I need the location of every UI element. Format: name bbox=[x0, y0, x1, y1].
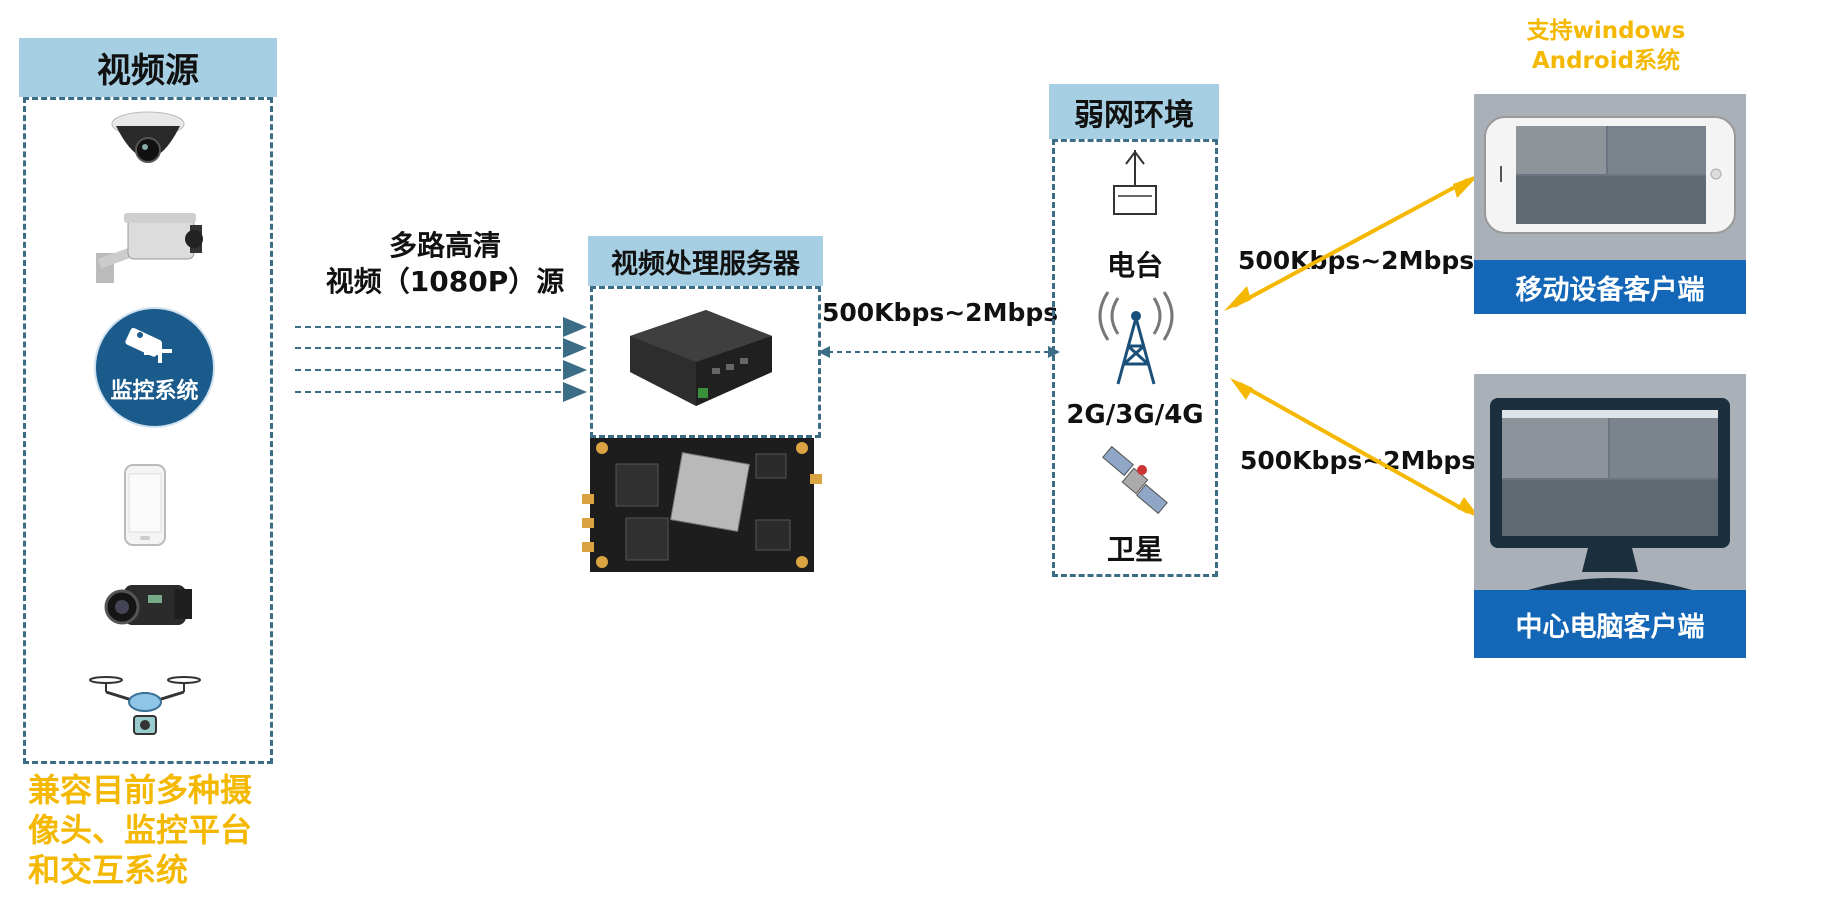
streams-label-line: 视频（1080P）源 bbox=[325, 265, 565, 298]
mobile-link-label: 500Kbps~2Mbps bbox=[1238, 246, 1475, 275]
mobile-link-line bbox=[1233, 178, 1469, 308]
compatibility-note-line: 和交互系统 bbox=[28, 851, 189, 889]
stream-arrows bbox=[295, 317, 587, 402]
os-support-line: 支持windows bbox=[1526, 18, 1686, 44]
compatibility-note: 兼容目前多种摄 像头、监控平台 和交互系统 bbox=[28, 770, 252, 890]
os-support-line: Android系统 bbox=[1531, 48, 1681, 74]
monitor-system-badge: 监控系统 bbox=[94, 307, 215, 428]
compatibility-note-line: 兼容目前多种摄 bbox=[28, 771, 253, 809]
pc-client-label: 中心电脑客户端 bbox=[1515, 611, 1705, 643]
satellite-icon bbox=[1102, 445, 1168, 515]
drone-icon bbox=[89, 676, 201, 735]
os-support-note: 支持windows Android系统 bbox=[1476, 16, 1736, 76]
video-source-header: 视频源 bbox=[19, 38, 277, 97]
compatibility-note-line: 像头、监控平台 bbox=[28, 811, 253, 849]
weak-network-panel bbox=[1052, 139, 1218, 577]
satellite-label: 卫星 bbox=[1106, 533, 1163, 566]
smartphone-icon bbox=[124, 464, 166, 546]
cctv-icon bbox=[125, 327, 172, 363]
radio-label: 电台 bbox=[1106, 249, 1163, 282]
bullet-camera-icon bbox=[96, 213, 203, 283]
pc-link-line bbox=[1239, 382, 1469, 514]
streams-label: 多路高清 视频（1080P）源 bbox=[300, 228, 590, 300]
camcorder-icon bbox=[104, 585, 192, 625]
monitor-system-label: 监控系统 bbox=[110, 379, 199, 404]
pc-monitor-icon bbox=[1490, 398, 1730, 590]
mobile-client-card bbox=[1474, 94, 1746, 260]
pc-client-card bbox=[1474, 374, 1746, 590]
streams-label-line: 多路高清 bbox=[388, 229, 501, 262]
server-title: 视频处理服务器 bbox=[611, 248, 800, 280]
dome-camera-icon bbox=[111, 111, 185, 163]
cellular-label: 2G/3G/4G bbox=[1066, 400, 1204, 430]
server-header: 视频处理服务器 bbox=[588, 236, 823, 286]
mobile-phone-screen-icon bbox=[1484, 116, 1736, 234]
server-box-icon bbox=[630, 310, 772, 406]
mobile-client-label-bar: 移动设备客户端 bbox=[1474, 260, 1746, 314]
video-source-title: 视频源 bbox=[97, 51, 199, 91]
weak-network-title: 弱网环境 bbox=[1074, 97, 1194, 133]
server-panel bbox=[590, 286, 821, 438]
cell-tower-icon bbox=[1098, 291, 1174, 385]
pc-client-label-bar: 中心电脑客户端 bbox=[1474, 590, 1746, 658]
weak-network-header: 弱网环境 bbox=[1049, 84, 1219, 139]
mobile-client-label: 移动设备客户端 bbox=[1515, 274, 1705, 306]
server-link-label: 500Kbps~2Mbps bbox=[822, 298, 1059, 327]
radio-icon bbox=[1113, 150, 1157, 215]
circuit-board-icon bbox=[582, 438, 822, 572]
video-source-panel bbox=[23, 97, 273, 764]
